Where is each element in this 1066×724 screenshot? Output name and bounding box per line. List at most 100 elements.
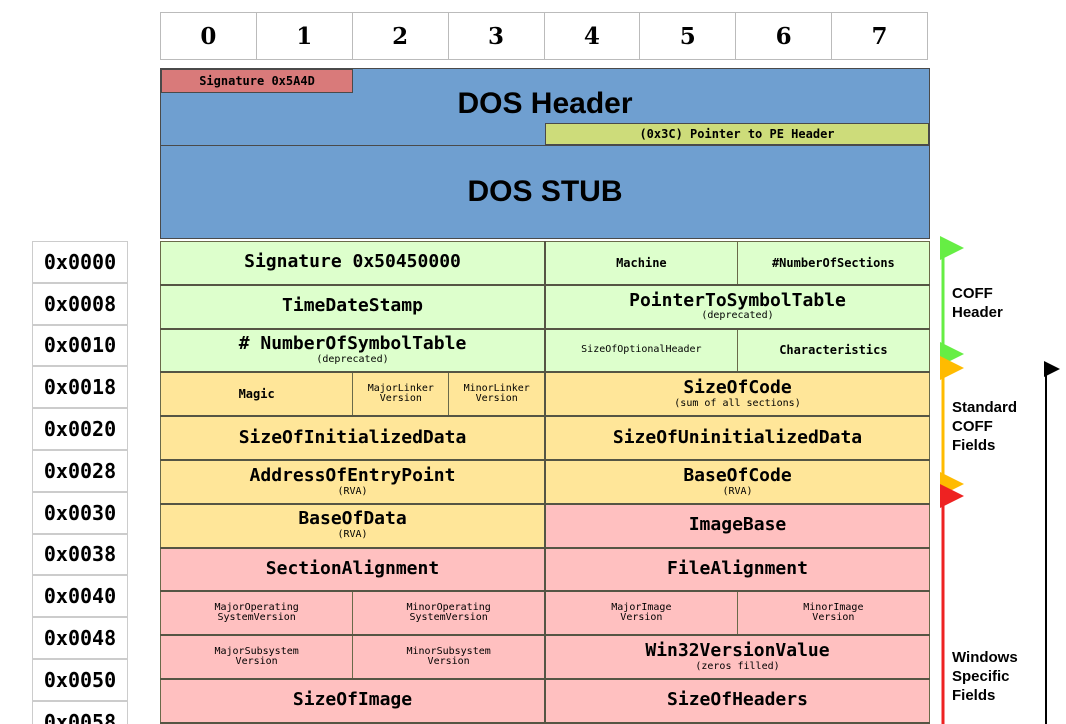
pe-field-label: MinorOperating SystemVersion [406,601,491,624]
offset-label: 0x0040 [32,575,128,618]
pe-field-cell: CheckSum [160,721,546,724]
pe-field-cell: # NumberOfSymbolTable(deprecated) [160,327,546,373]
annotation-coff-header: COFF Header [952,285,1003,321]
pe-field-label: FileAlignment [667,558,808,580]
pe-header-table: Signature 0x50450000 Machine #NumberOfSect… [159,240,931,724]
pe-field-cell: Characteristics [736,327,931,373]
pe-row: Signature 0x50450000 Machine #NumberOfSect… [160,240,931,286]
pe-field-cell: AddressOfEntryPoint(RVA) [160,458,546,505]
pe-field-label: MinorImage Version [803,601,864,624]
pe-field-cell: Subsystem [544,721,738,724]
pe-field-label: SizeOfImage [292,689,413,711]
pe-field-cell: Machine [544,240,738,286]
column-index-3: 3 [449,13,545,59]
pe-field-label: Machine [616,255,667,270]
pe-field-sublabel: (sum of all sections) [674,397,801,409]
column-index-2: 2 [353,13,449,59]
pe-field-sublabel: (deprecated) [701,310,774,322]
pe-field-label: MajorSubsystem Version [214,645,299,668]
pe-field-cell: SectionAlignment [160,546,546,592]
offset-label: 0x0030 [32,491,128,534]
dos-signature-cell: Signature 0x5A4D [161,69,353,93]
pe-field-label: Characteristics [779,343,888,358]
offset-label: 0x0000 [32,241,128,283]
offset-label: 0x0018 [32,366,128,409]
pe-field-label: MinorSubsystem Version [406,645,491,668]
pe-header-pointer-cell: (0x3C) Pointer to PE Header [545,123,929,145]
pe-field-sublabel: (zeros filled) [695,660,780,672]
pe-row: BaseOfData(RVA) ImageBase [160,502,930,549]
pe-field-cell: TimeDateStamp [160,283,546,330]
offset-label: 0x0028 [32,449,128,492]
pe-field-cell: BaseOfCode(RVA) [544,458,930,505]
pe-field-label: SizeOfUninitializedData [612,426,863,448]
pe-field-cell: SizeOfUninitializedData [544,415,930,461]
pe-field-label: Signature 0x50450000 [244,251,461,273]
pe-field-label: SizeOfInitializedData [238,426,467,448]
offset-label: 0x0050 [32,658,128,701]
pe-row: SizeOfInitializedData SizeOfUninitialized… [160,415,930,461]
pe-field-label: SizeOfCode [683,377,792,399]
pe-field-cell: MinorLinker Version [448,371,547,417]
pe-field-cell: Magic [159,371,354,417]
pe-field-cell: SizeOfInitializedData [160,415,546,461]
dos-area: Signature 0x5A4D DOS Header (0x3C) Point… [160,68,930,239]
pe-field-label: MajorOperating SystemVersion [214,601,299,624]
pe-field-cell: SizeOfCode(sum of all sections) [544,371,930,417]
pe-row: TimeDateStamp PointerToSymbolTable(deprec… [160,283,930,330]
dos-header-block: Signature 0x5A4D DOS Header (0x3C) Point… [160,68,930,146]
pe-field-label: MajorImage Version [611,601,672,624]
pe-field-label: BaseOfData [298,508,407,530]
column-index-7: 7 [871,22,888,50]
pe-field-cell: MajorLinker Version [352,371,450,417]
pe-row: AddressOfEntryPoint(RVA)BaseOfCode(RVA) [160,458,930,505]
pe-field-cell: PointerToSymbolTable(deprecated) [544,283,930,330]
pe-field-cell: MajorImage Version [544,590,738,636]
pe-field-label: SizeOfHeaders [667,689,808,711]
pe-field-label: ImageBase [688,514,787,536]
pe-field-cell: ImageBase [544,502,930,549]
pe-field-cell: SizeOfImage [160,677,546,724]
pe-field-cell: SizeOfOptionalHeader [544,327,738,373]
pe-field-sublabel: (RVA) [337,529,368,541]
pe-field-label: Win32VersionValue [645,639,830,661]
pe-field-label: #NumberOfSections [771,255,895,270]
pe-row: SectionAlignment FileAlignment [160,546,930,592]
pe-field-label: SizeOfOptionalHeader [581,344,702,356]
column-index-5: 5 [640,13,737,59]
pe-field-sublabel: (RVA) [337,485,368,497]
pe-field-label: Magic [238,386,275,401]
dos-stub-block: DOS STUB [160,146,930,239]
pe-field-cell: MinorImage Version [736,590,931,636]
pe-field-label: BaseOfCode [683,464,792,486]
annotation-arrows [940,236,1060,724]
pe-field-label: SectionAlignment [265,558,440,580]
pe-field-cell: SizeOfHeaders [544,677,930,724]
offset-label: 0x0008 [32,282,128,325]
pe-row: MajorOperating SystemVersion MinorOperati… [159,590,931,636]
pe-row: MajorSubsystem Version MinorSubsystem Ver… [159,634,930,680]
pe-row: # NumberOfSymbolTable(deprecated) SizeOfO… [160,327,931,373]
column-index-4: 4 [545,13,641,59]
pe-field-cell: #NumberOfSections [736,240,931,286]
pe-field-cell: Signature 0x50450000 [160,240,546,286]
pe-field-cell: MinorSubsystem Version [352,634,547,680]
pe-field-cell: BaseOfData(RVA) [160,502,546,549]
offset-label: 0x0038 [32,533,128,576]
column-index-0: 0 [161,13,257,59]
pe-field-sublabel: (deprecated) [316,354,389,366]
column-index-6: 6 [736,13,833,59]
pe-field-cell: MajorSubsystem Version [159,634,354,680]
pe-field-cell: FileAlignment [544,546,930,592]
pe-field-label: TimeDateStamp [282,295,423,317]
pe-field-label: # NumberOfSymbolTable [238,333,467,355]
dos-header-title: DOS Header [457,87,633,120]
offset-label: 0x0010 [32,324,128,367]
column-index-1: 1 [257,13,353,59]
annotation-windows-specific-fields: Windows Specific Fields [952,649,1018,704]
offset-label: 0x0048 [32,617,128,659]
